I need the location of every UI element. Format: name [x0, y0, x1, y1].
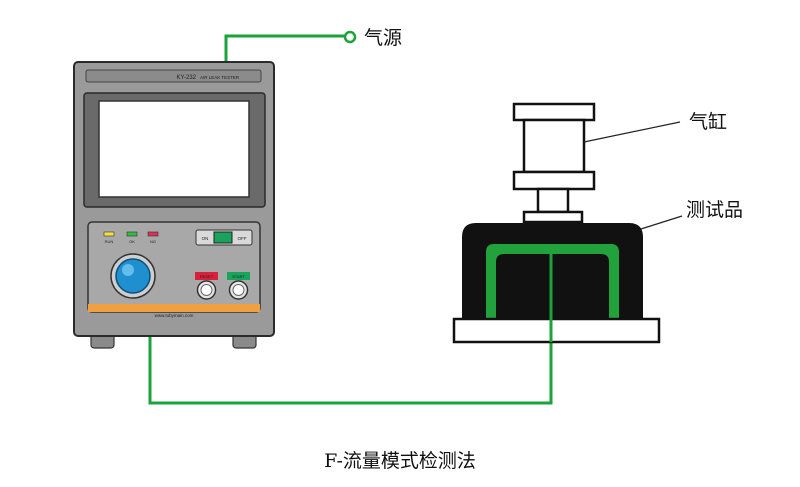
device-website: www.tobymain.com — [155, 313, 194, 318]
reset-label: RESET — [200, 274, 214, 279]
test-item-label: 测试品 — [686, 199, 743, 221]
indicator-ok-label: OK — [129, 239, 135, 244]
display-screen — [98, 100, 250, 198]
cylinder-pad — [522, 210, 584, 224]
air-source-pipe — [224, 34, 347, 62]
indicator-run-label: RUN — [105, 239, 114, 244]
reset-button[interactable]: RESET — [195, 272, 218, 300]
air-source-port — [343, 30, 357, 44]
start-label: START — [232, 274, 245, 279]
power-switch[interactable]: ON OFF — [195, 229, 253, 246]
indicator-ok — [126, 231, 138, 237]
indicator-ng-label: NG — [150, 239, 156, 244]
switch-off-label: OFF — [238, 236, 247, 241]
power-switch-toggle[interactable] — [213, 231, 233, 244]
cylinder-label: 气缸 — [689, 111, 727, 133]
adjust-knob[interactable] — [110, 253, 156, 299]
cylinder-leader-line — [583, 121, 681, 143]
device-title-strip — [85, 69, 262, 83]
test-item-leader-line — [640, 215, 683, 230]
panel-stripe — [88, 304, 260, 312]
cylinder-rod — [536, 187, 570, 214]
diagram-caption: F-流量模式检测法 — [324, 450, 476, 472]
start-button[interactable]: START — [227, 272, 250, 300]
device-name: AIR LEAK TESTER — [200, 75, 240, 80]
cylinder — [512, 102, 596, 224]
indicator-run — [103, 231, 115, 237]
indicator-lights: RUN OK NG — [103, 231, 159, 244]
cylinder-bottom-cap — [512, 170, 596, 191]
indicator-ng — [147, 231, 159, 237]
switch-on-label: ON — [202, 236, 209, 241]
leak-tester-device: KY-232 AIR LEAK TESTER RUN OK NG ON OFF — [73, 61, 275, 349]
test-fixture — [452, 223, 661, 344]
cylinder-top-cap — [512, 102, 596, 122]
cylinder-body — [522, 118, 586, 174]
fixture-base — [452, 317, 661, 344]
test-item-seal — [486, 244, 619, 320]
air-source-label: 气源 — [364, 27, 402, 49]
device-model: KY-232 — [177, 75, 197, 81]
